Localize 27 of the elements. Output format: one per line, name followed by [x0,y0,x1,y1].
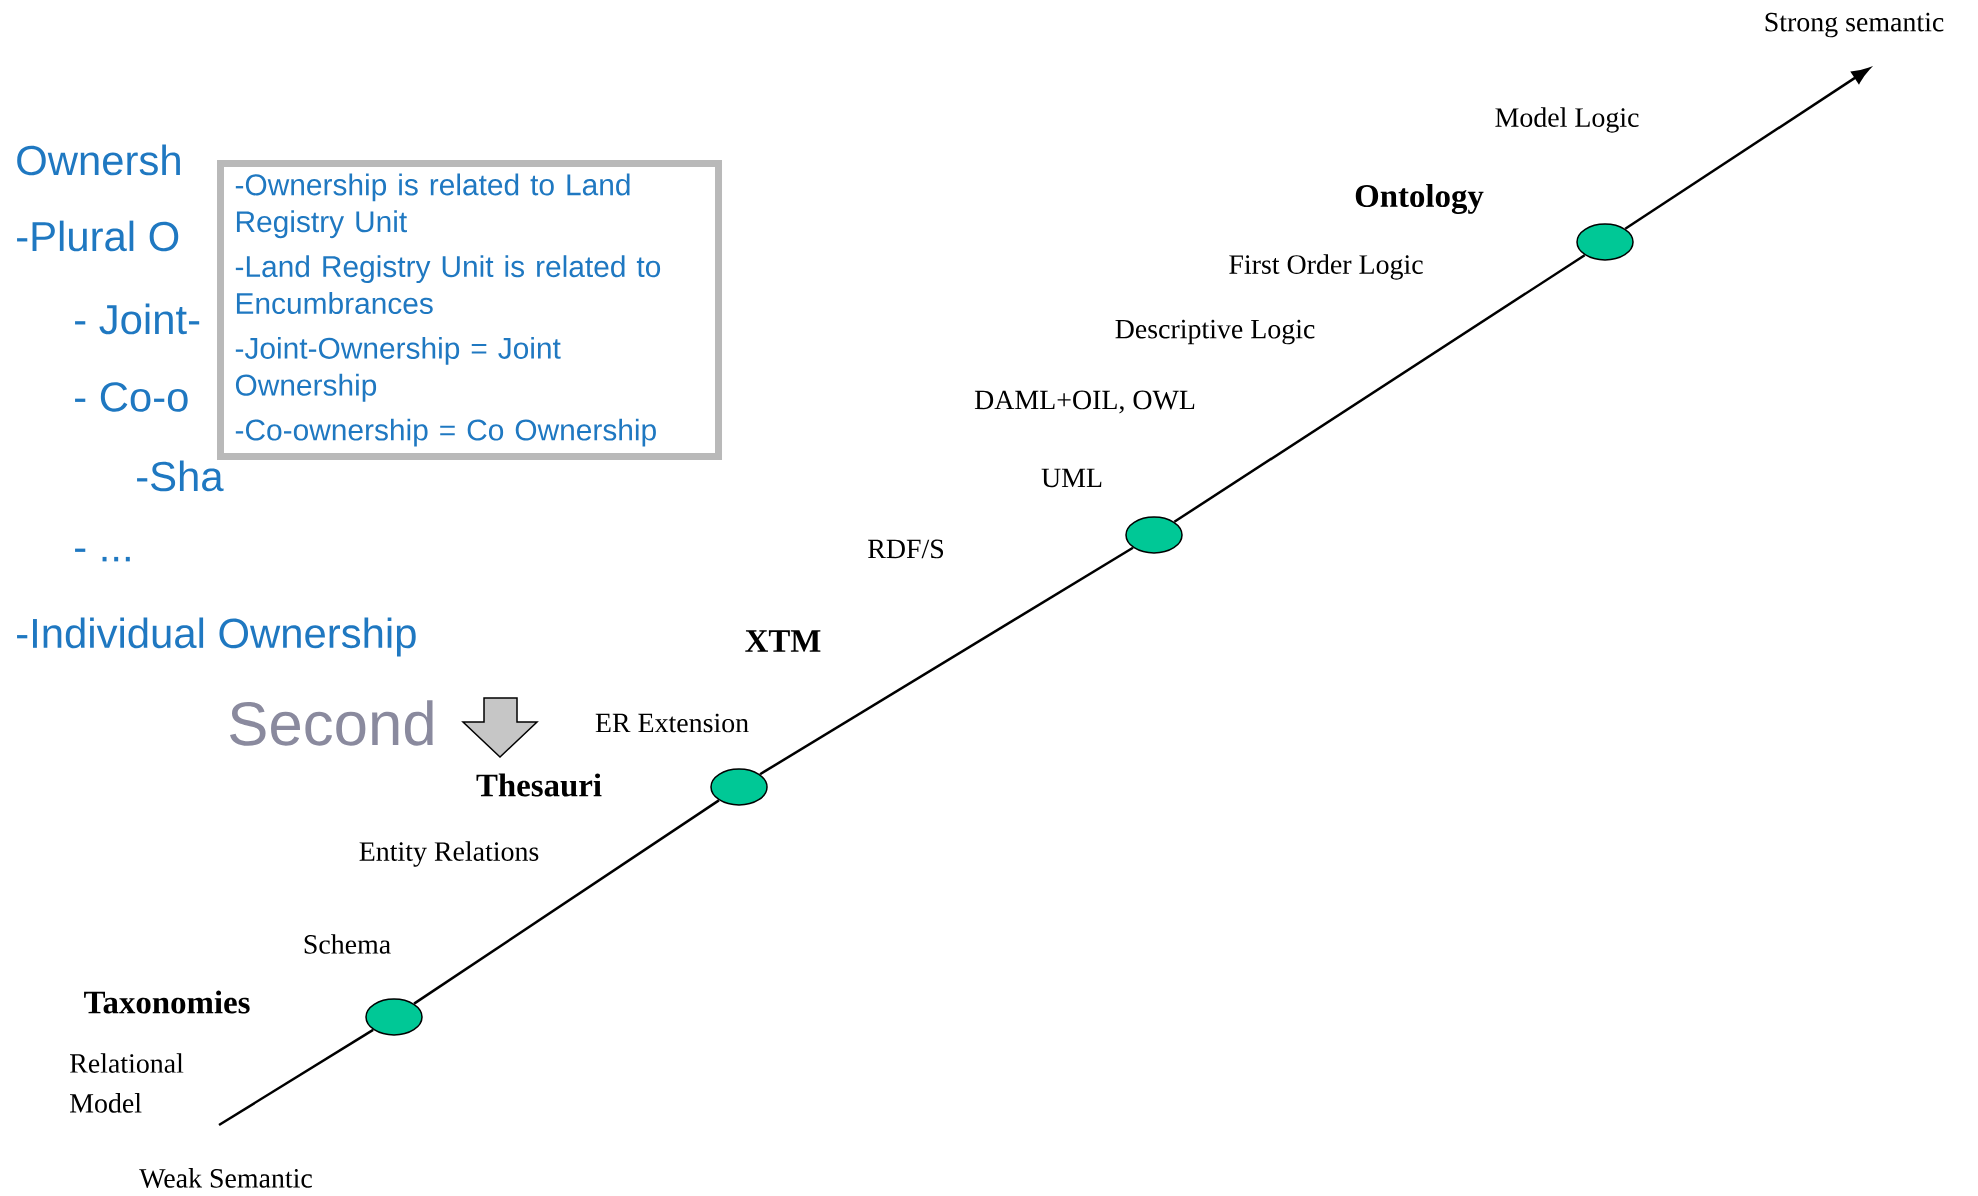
category-label: Taxonomies [84,990,250,1014]
list-item-text: -Sha [137,460,224,492]
axis-line [413,799,720,1005]
category-label: Thesauri [476,773,602,797]
axis-label: Entity Relations [359,841,539,867]
milestone-ellipse [1576,223,1634,261]
axis-line [218,1028,374,1127]
milestone-ellipse [710,768,768,806]
list-item-text: -Individual Ownership [17,617,416,657]
axis-line [759,546,1134,776]
axis-label: Relational Model [70,1053,184,1113]
list-item-text: -Plural O [17,220,179,252]
milestone-ellipse [365,998,423,1036]
axis-line [1173,254,1586,523]
axis-label: RDF/S [868,539,944,559]
axis-label: Descriptive Logic [1115,319,1315,345]
popup-box: -Ownership is related to Land Registry Unit -Land Registry Unit is related to Encumbrances -Joint-Ownership = Joint Ownership -Co-ownership = Co Ownership [217,160,722,461]
heading-text: Second [230,700,433,746]
list-item-text: Ownersh [17,144,180,176]
category-label: XTM [745,630,821,652]
milestone-ellipse [1125,516,1183,554]
axis-label: First Order Logic [1229,254,1423,280]
axis-label: UML [1041,468,1102,488]
list-item-text: - ... [75,548,130,562]
axis-label: Weak Semantic [139,1168,312,1188]
category-label: Ontology [1355,183,1484,214]
axis-label: Strong semantic [1765,12,1944,38]
